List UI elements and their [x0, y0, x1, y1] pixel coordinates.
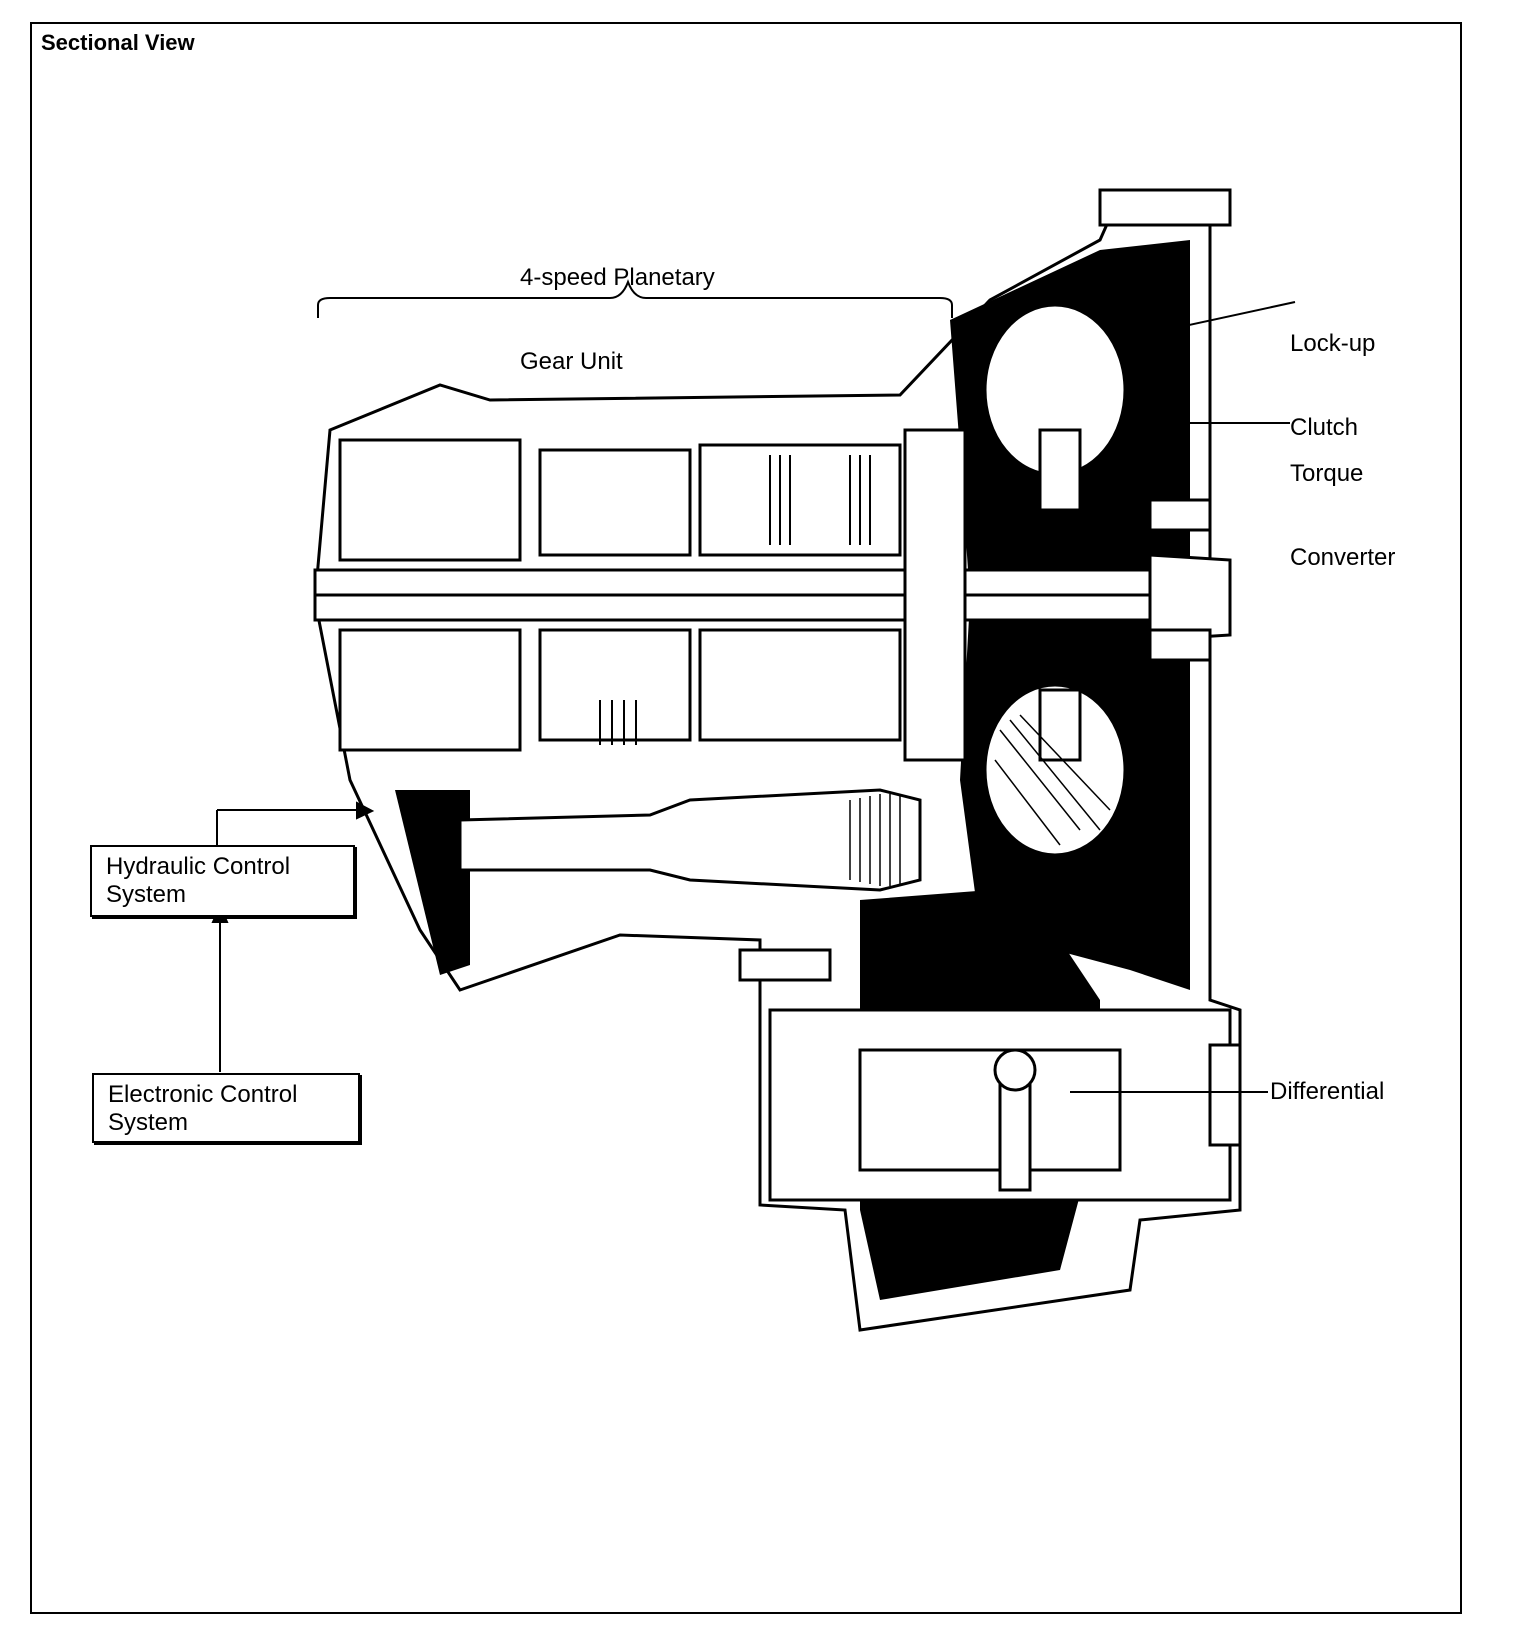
label-differential: Differential [1270, 1078, 1385, 1105]
bolts [738, 188, 1232, 982]
electronic-control-system-box: Electronic Control System [92, 1073, 360, 1143]
differential-drawing [768, 1008, 1242, 1202]
main-shaft [313, 553, 1232, 642]
label-torque-converter: Torque Converter [1290, 460, 1396, 571]
label-planetary-gear-unit: 4-speed Planetary Gear Unit [520, 264, 715, 375]
figure-frame [30, 22, 1462, 1614]
planetary-gear-assembly [338, 428, 967, 762]
flow-arrows [211, 801, 375, 1072]
counter-shaft [458, 788, 922, 892]
torque-converter-drawing [983, 303, 1127, 857]
clutch-packs [599, 455, 871, 745]
counter-shaft-splines [849, 794, 901, 886]
torque-converter-hatching [994, 714, 1111, 846]
figure-title: Sectional View [41, 30, 195, 55]
planetary-brace [317, 279, 953, 318]
hydraulic-control-system-box: Hydraulic Control System [90, 845, 355, 917]
leader-lines [216, 301, 1296, 1093]
label-lockup-clutch: Lock-up Clutch [1290, 330, 1376, 441]
